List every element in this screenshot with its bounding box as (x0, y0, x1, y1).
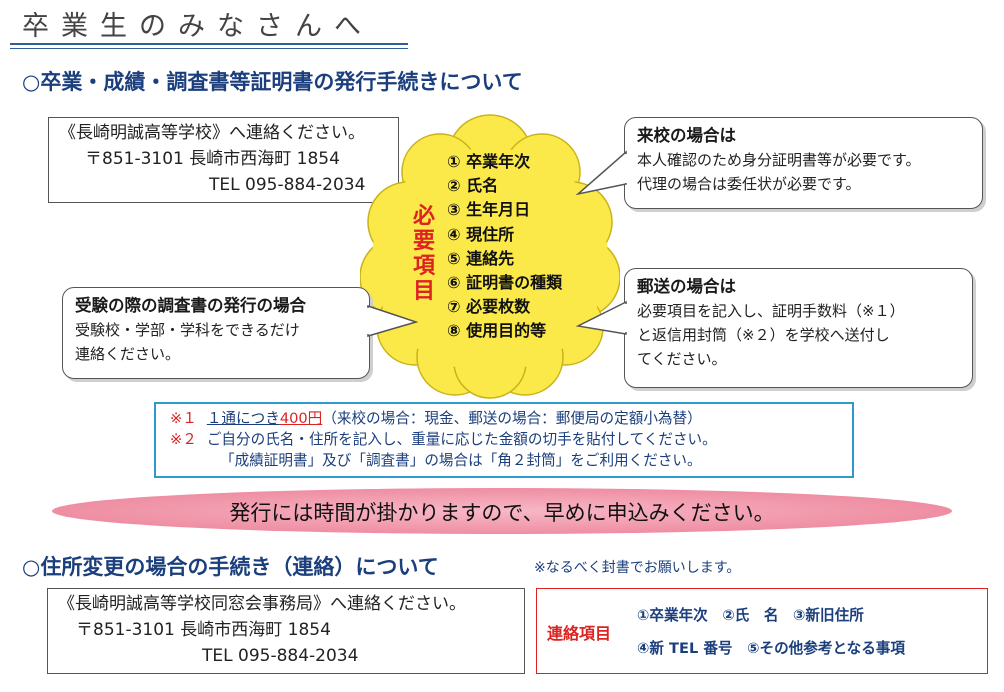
required-item: ⑤ 連絡先 (447, 248, 515, 268)
alumni-address: 〒851-3101 長崎市西海町 1854 (76, 620, 331, 640)
visit-callout-pointer (576, 150, 628, 196)
school-address: 〒851-3101 長崎市西海町 1854 (85, 149, 340, 169)
note-2-mark: ※２ (170, 431, 197, 448)
required-item: ⑦ 必要枚数 (447, 297, 531, 317)
required-items-label: 必 要 項 目 (411, 204, 437, 304)
section2-heading: ○住所変更の場合の手続き（連絡）について (22, 554, 439, 579)
contact-items-label: 連絡項目 (547, 624, 612, 643)
school-tel: TEL 095-884-2034 (209, 175, 366, 195)
exam-callout-line: 受験校・学部・学科をできるだけ (75, 321, 300, 339)
section2-note: ※なるべく封書でお願いします。 (534, 560, 741, 576)
required-item: ② 氏名 (447, 176, 499, 196)
fee-notes-box: ※１ １通につき400円（来校の場合：現金、郵送の場合：郵便局の定額小為替） ※２… (154, 402, 854, 478)
required-item: ③ 生年月日 (447, 200, 531, 220)
section1-heading: ○卒業・成績・調査書等証明書の発行手続きについて (22, 69, 523, 94)
note-3: 「成績証明書」及び「調査書」の場合は「角２封筒」をご利用ください。 (220, 452, 702, 469)
mail-callout-title: 郵送の場合は (637, 277, 736, 296)
mail-callout: 郵送の場合は 必要項目を記入し、証明手数料（※１） と返信用封筒（※２）を学校へ… (624, 268, 973, 388)
fee-price: 400円 (279, 410, 323, 427)
school-contact-line: 《長崎明誠高等学校》へ連絡ください。 (59, 123, 365, 143)
visit-callout-line: 本人確認のため身分証明書等が必要です。 (637, 151, 921, 169)
exam-callout-pointer (366, 304, 418, 337)
note-1: ※１ １通につき400円（来校の場合：現金、郵送の場合：郵便局の定額小為替） (170, 408, 702, 430)
required-item: ① 卒業年次 (447, 152, 531, 171)
alumni-contact-box: 《長崎明誠高等学校同窓会事務局》へ連絡ください。 〒851-3101 長崎市西海… (47, 588, 525, 674)
visit-callout-line: 代理の場合は委任状が必要です。 (637, 175, 861, 193)
required-item: ⑧ 使用目的等 (447, 321, 547, 341)
exam-callout-title: 受験の際の調査書の発行の場合 (75, 296, 306, 315)
exam-callout-line: 連絡ください。 (75, 345, 181, 363)
title-underline-thin (10, 48, 408, 49)
alumni-tel: TEL 095-884-2034 (202, 646, 359, 666)
contact-items-box: 連絡項目 ①卒業年次 ②氏 名 ③新旧住所 ④新 TEL 番号 ⑤その他参考とな… (536, 588, 988, 674)
notice-banner (52, 488, 952, 534)
note-1-post: （来校の場合：現金、郵送の場合：郵便局の定額小為替） (322, 410, 702, 427)
page-title: 卒業生のみなさんへ (22, 11, 373, 42)
required-label-char: 目 (412, 279, 435, 304)
note-2: ※２ ご自分の氏名・住所を記入し、重量に応じた金額の切手を貼付してください。 (170, 429, 717, 451)
required-items-cloud (360, 114, 620, 399)
required-items-list: ① 卒業年次 ② 氏名 ③ 生年月日 ④ 現住所 ⑤ 連絡先 ⑥ 証明書の種類 … (447, 150, 562, 344)
title-underline (10, 43, 408, 45)
mail-callout-line: てください。 (637, 350, 727, 368)
contact-items-row: ①卒業年次 ②氏 名 ③新旧住所 (637, 607, 864, 624)
required-item: ⑥ 証明書の種類 (447, 273, 563, 293)
note-1-pre: １通につき (206, 410, 280, 427)
alumni-contact-line: 《長崎明誠高等学校同窓会事務局》へ連絡ください。 (58, 594, 466, 614)
required-label-char: 要 (412, 229, 435, 254)
required-item: ④ 現住所 (447, 224, 515, 244)
note-1-mark: ※１ (170, 410, 197, 427)
school-contact-box: 《長崎明誠高等学校》へ連絡ください。 〒851-3101 長崎市西海町 1854… (48, 117, 399, 203)
mail-callout-line: 必要項目を記入し、証明手数料（※１） (637, 302, 905, 320)
notice-banner-text: 発行には時間が掛かりますので、早めに申込みください。 (229, 501, 775, 525)
visit-callout: 来校の場合は 本人確認のため身分証明書等が必要です。 代理の場合は委任状が必要で… (624, 117, 983, 209)
exam-callout: 受験の際の調査書の発行の場合 受験校・学部・学科をできるだけ 連絡ください。 (62, 287, 370, 379)
mail-callout-pointer (576, 300, 628, 335)
visit-callout-title: 来校の場合は (637, 126, 736, 145)
required-label-char: 項 (412, 254, 435, 279)
contact-items-row: ④新 TEL 番号 ⑤その他参考となる事項 (637, 640, 905, 657)
note-2-text: ご自分の氏名・住所を記入し、重量に応じた金額の切手を貼付してください。 (206, 431, 717, 448)
required-label-char: 必 (412, 204, 435, 229)
mail-callout-line: と返信用封筒（※２）を学校へ送付し (637, 326, 890, 344)
